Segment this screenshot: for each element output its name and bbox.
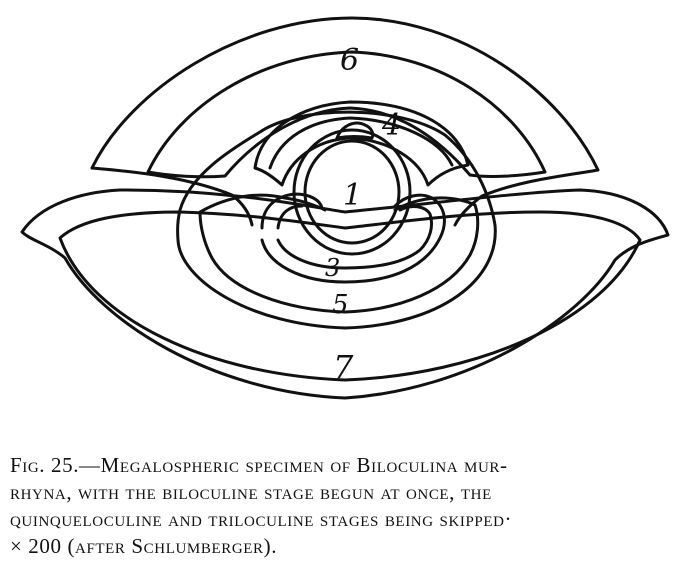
chamber-4-outer-wall [253, 100, 470, 187]
chamber-1-inner-wall [303, 139, 401, 245]
caption-line-2: rhyna, with the biloculine stage begun a… [10, 480, 492, 504]
chamber-4-inner-wall [268, 116, 454, 170]
chamber-6-outer-wall-left-foot [90, 166, 254, 227]
chamber-label-5: 5 [332, 290, 349, 320]
chamber-1-outer-wall [292, 128, 412, 256]
chamber-label-3: 3 [325, 254, 340, 282]
chamber-label-4: 4 [381, 108, 401, 143]
chamber-4-small-lumen [335, 121, 375, 140]
chamber-6-outer-wall [90, 16, 600, 227]
caption-line-4: × 200 (after Schlumberger). [10, 534, 278, 558]
foraminifera-diagram: 6 4 1 3 5 7 [20, 16, 670, 400]
caption-line-1: Fig. 25.—Megalospheric specimen of Biloc… [10, 453, 508, 477]
chamber-label-6: 6 [340, 43, 359, 78]
chamber-7-inner-wall [58, 210, 642, 382]
chamber-5-inner-wall [198, 193, 480, 314]
chamber-label-1: 1 [343, 178, 362, 213]
chamber-6-inner-wall [146, 50, 547, 179]
chamber-5-outer-wall [176, 110, 497, 330]
caption-line-3: quinqueloculine and triloculine stages b… [10, 507, 513, 531]
chamber-3-inner-wall [276, 204, 434, 270]
chamber-label-7: 7 [333, 348, 354, 386]
figure-caption: Fig. 25.—Megalospheric specimen of Biloc… [10, 452, 680, 560]
